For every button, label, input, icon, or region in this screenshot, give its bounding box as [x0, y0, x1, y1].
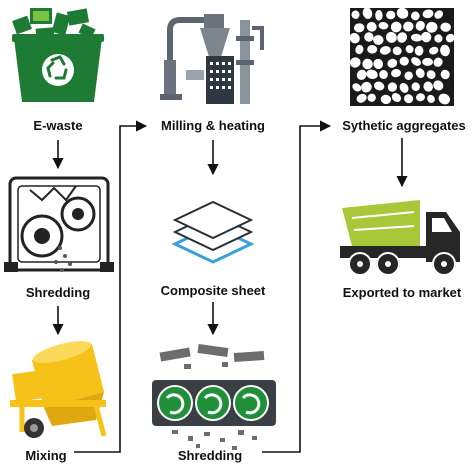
- aggregate-texture-icon: [349, 7, 455, 106]
- step-label-composite: Composite sheet: [160, 283, 266, 298]
- aggregate-stone: [440, 22, 451, 32]
- aggregate-stone: [391, 68, 401, 78]
- aggregate-stone: [399, 82, 409, 93]
- aggregate-stone: [440, 69, 450, 80]
- aggregate-stone: [380, 94, 392, 105]
- aggregate-stone: [427, 94, 435, 103]
- aggregate-stone: [426, 21, 438, 33]
- step-label-aggregates: Sythetic aggregates: [342, 118, 466, 133]
- aggregate-stone: [367, 44, 378, 54]
- aggregate-stone: [366, 69, 378, 79]
- aggregate-stone: [373, 35, 384, 45]
- aggregate-stone: [421, 31, 432, 43]
- step-label-shredding-2: Shredding: [177, 448, 243, 463]
- aggregate-stone: [423, 81, 433, 92]
- aggregate-stone: [361, 81, 372, 93]
- aggregate-stone: [405, 45, 414, 54]
- aggregate-stone: [411, 82, 420, 91]
- aggregate-stone: [391, 92, 402, 103]
- shredder-rollers-icon: [152, 343, 276, 450]
- aggregate-stone: [355, 44, 364, 55]
- aggregate-stone: [411, 57, 421, 66]
- aggregate-stone: [390, 21, 402, 33]
- step-label-shredding-1: Shredding: [25, 285, 91, 300]
- aggregate-stone: [434, 34, 443, 43]
- shredder-icon: [4, 176, 114, 272]
- aggregate-stone: [386, 10, 396, 20]
- aggregate-stone: [352, 83, 362, 92]
- aggregate-stone: [379, 46, 391, 55]
- aggregate-stone: [387, 82, 398, 92]
- aggregate-stone: [403, 21, 414, 32]
- aggregate-stone: [367, 93, 376, 102]
- aggregate-stone: [392, 46, 402, 56]
- factory-mill-icon: [160, 14, 264, 104]
- aggregate-stone: [366, 21, 377, 32]
- aggregate-stone: [379, 70, 388, 79]
- aggregate-stone: [410, 33, 423, 42]
- aggregate-stone: [422, 57, 433, 66]
- aggregate-stone: [429, 46, 439, 55]
- aggregate-stone: [416, 93, 425, 102]
- connector-shredding-to-aggregates: [262, 120, 332, 453]
- aggregate-stone: [362, 58, 373, 70]
- aggregate-stone: [353, 23, 365, 33]
- aggregate-stone: [378, 21, 389, 30]
- aggregate-stone: [403, 94, 414, 104]
- aggregate-stone: [434, 10, 444, 19]
- connector-mixing-to-milling: [74, 120, 148, 453]
- aggregate-stone: [373, 58, 384, 69]
- aggregate-stone: [356, 69, 367, 80]
- aggregate-stone: [362, 7, 373, 19]
- aggregate-stone: [440, 44, 450, 57]
- cement-mixer-icon: [10, 341, 107, 438]
- aggregate-stone: [387, 58, 398, 68]
- layered-sheets-icon: [171, 200, 255, 264]
- step-label-mixing: Mixing: [25, 448, 67, 463]
- step-label-milling: Milling & heating: [161, 118, 265, 133]
- step-label-ewaste: E-waste: [33, 118, 83, 133]
- aggregate-stone: [433, 57, 443, 67]
- aggregate-stone: [349, 32, 360, 44]
- aggregate-stone: [385, 31, 397, 43]
- aggregate-stone: [364, 32, 374, 42]
- aggregate-stone: [404, 71, 413, 80]
- aggregate-stone: [397, 32, 408, 43]
- aggregate-stone: [445, 33, 455, 43]
- step-label-exported: Exported to market: [342, 285, 462, 300]
- aggregate-stone: [414, 45, 424, 56]
- aggregate-stone: [396, 7, 409, 19]
- aggregate-stone: [422, 9, 434, 19]
- aggregate-stone: [410, 11, 420, 21]
- aggregate-stone: [438, 93, 451, 105]
- aggregate-stone: [415, 68, 425, 78]
- aggregate-stone: [373, 81, 385, 91]
- aggregate-stone: [415, 20, 425, 31]
- recycle-bin-icon: [12, 8, 104, 102]
- aggregate-stone: [426, 70, 436, 79]
- aggregate-stone: [351, 10, 360, 19]
- aggregate-stone: [433, 80, 444, 91]
- aggregate-stone: [399, 56, 409, 66]
- aggregate-stone: [349, 57, 361, 68]
- aggregate-stone: [375, 10, 383, 21]
- aggregate-stone: [356, 93, 367, 103]
- dump-truck-icon: [340, 200, 460, 276]
